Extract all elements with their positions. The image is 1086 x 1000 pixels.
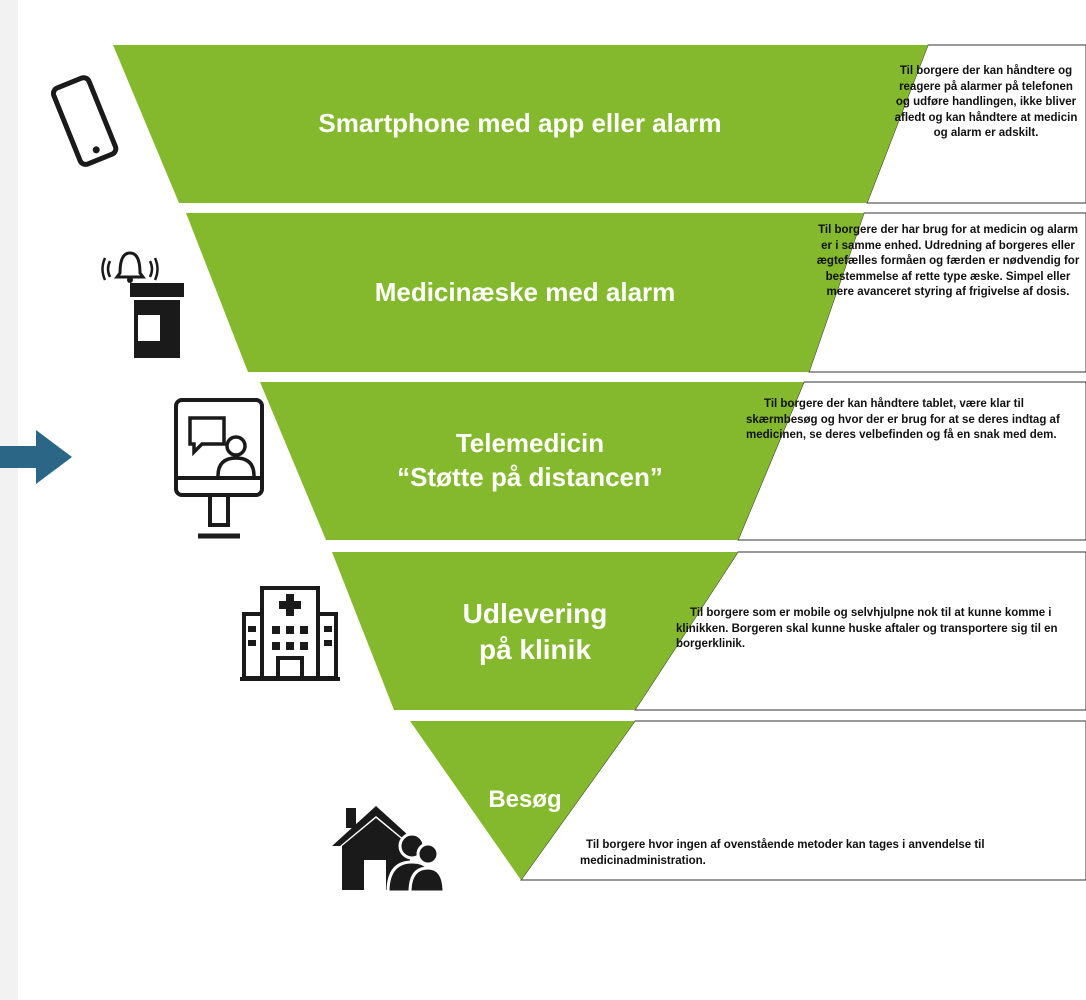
level-1-description: Til borgere der kan håndtere og reagere … <box>894 65 1078 139</box>
level-3-title: Telemedicin “Støtte på distancen” <box>340 427 720 495</box>
level-4-title-line2: på klinik <box>478 634 592 666</box>
description-box-3 <box>737 381 1086 541</box>
level-3-title-line1: Telemedicin <box>455 428 605 458</box>
funnel-segment-4 <box>332 552 738 710</box>
home-visit-icon <box>332 806 443 893</box>
level-3-description: Til borgere der kan håndtere tablet, vær… <box>746 398 1060 441</box>
funnel-segment-5 <box>410 721 635 880</box>
level-4-title: Udlevering på klinik <box>400 596 670 669</box>
pill-box-alarm-icon <box>101 251 184 358</box>
funnel-segment-3 <box>260 382 804 540</box>
funnel-segment-2 <box>186 213 864 372</box>
level-3-title-line2: “Støtte på distancen” <box>397 461 663 492</box>
level-4-description: Til borgere som er mobile og selvhjulpne… <box>676 607 1058 650</box>
level-5-description: Til borgere hvor ingen af ovenstående me… <box>580 839 985 867</box>
funnel-segment-1 <box>113 45 928 203</box>
level-2-title: Medicinæske med alarm <box>374 277 676 307</box>
arrow-right-icon <box>0 430 72 484</box>
level-1-title: Smartphone med app eller alarm <box>318 108 722 138</box>
video-call-monitor-icon <box>174 398 264 539</box>
level-5-title: Besøg <box>488 786 562 813</box>
level-2-description: Til borgere der har brug for at medicin … <box>816 224 1080 298</box>
hospital-building-icon <box>240 586 340 681</box>
level-4-title-line1: Udlevering <box>462 598 608 629</box>
smartphone-icon <box>50 75 119 167</box>
